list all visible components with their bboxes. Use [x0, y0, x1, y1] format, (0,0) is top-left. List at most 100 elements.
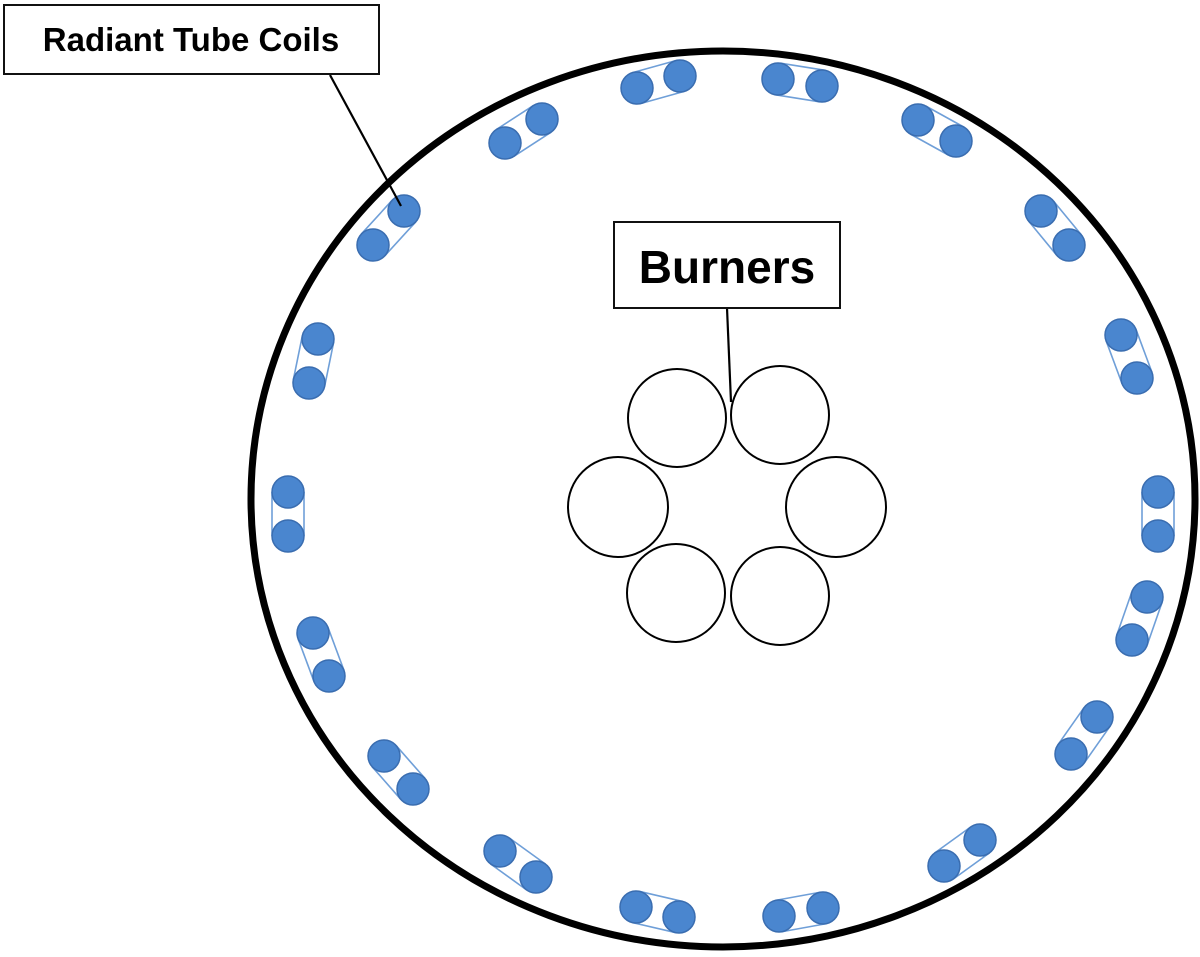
coil-pair — [292, 322, 335, 400]
coil-connector — [292, 335, 304, 380]
coil-connector — [508, 837, 546, 865]
radiant-tube — [662, 900, 696, 934]
radiant-tube-coils-label-box — [3, 4, 380, 75]
coil-connector — [780, 62, 825, 71]
radiant-tube-coils-leader — [329, 74, 402, 207]
radiant-tube — [292, 366, 326, 400]
coil-connector — [1052, 200, 1082, 236]
burners-callout: Burners — [613, 221, 841, 309]
radiant-tube — [806, 891, 840, 925]
radiant-tube — [939, 124, 973, 158]
coil-pair — [1054, 700, 1114, 771]
burner-cluster — [567, 365, 887, 646]
radiant-tube — [1141, 475, 1175, 509]
radiant-tube — [663, 59, 697, 93]
radiant-tube — [1052, 228, 1086, 262]
coil-connector — [925, 105, 965, 128]
radiant-tube — [296, 616, 330, 650]
radiant-tube — [488, 126, 522, 160]
coil-connector — [952, 852, 990, 880]
radiant-tube — [1115, 623, 1149, 657]
radiant-tube — [525, 102, 559, 136]
coil-connector — [323, 342, 335, 387]
radiant-tube — [927, 849, 961, 883]
coil-connector — [775, 94, 820, 103]
radiant-tube — [963, 823, 997, 857]
burner — [730, 365, 830, 465]
radiant-tube — [1120, 361, 1154, 395]
radiant-tube — [301, 322, 335, 356]
coil-connector — [495, 104, 534, 131]
coil-connector — [1135, 329, 1153, 373]
coil-connector — [909, 133, 949, 156]
coil-pair — [762, 891, 840, 933]
burner — [567, 456, 669, 558]
radiant-tube — [387, 194, 421, 228]
coil-pair — [296, 616, 346, 693]
coil-connector — [632, 921, 676, 934]
burners-label-box — [613, 221, 841, 309]
radiant-tube — [1130, 580, 1164, 614]
coil-connector — [641, 90, 685, 105]
coil-pair — [271, 475, 305, 553]
coil-pair — [1104, 318, 1154, 395]
coil-connector — [639, 890, 683, 903]
coil-pair — [483, 834, 553, 894]
coil-pair — [620, 59, 697, 105]
furnace-wall — [247, 47, 1199, 951]
radiant-tube — [271, 475, 305, 509]
coil-connector — [513, 131, 552, 158]
radiant-tube — [619, 890, 653, 924]
burner — [785, 456, 887, 558]
coil-connector — [297, 638, 315, 682]
coil-pair — [367, 739, 430, 806]
coil-pair — [1024, 194, 1086, 262]
radiant-tube — [1141, 519, 1175, 553]
radiant-tube — [312, 659, 346, 693]
coil-connector — [327, 627, 345, 671]
coil-connector — [384, 221, 417, 257]
coil-connector — [360, 199, 393, 235]
coil-connector — [1105, 340, 1123, 384]
coil-connector — [1116, 591, 1133, 635]
burner — [730, 546, 830, 646]
radiant-tube-coils-callout: Radiant Tube Coils — [3, 4, 380, 75]
radiant-tube — [620, 71, 654, 105]
burners-leader — [725, 307, 733, 403]
coil-connector — [1146, 602, 1163, 646]
coil-pair — [1141, 475, 1175, 553]
coil-connector — [395, 744, 426, 779]
coil-pair — [927, 823, 997, 883]
coil-connector — [1083, 725, 1111, 764]
coil-connector — [371, 766, 402, 801]
radiant-tube — [271, 519, 305, 553]
radiant-tube — [762, 899, 796, 933]
radiant-tube — [1080, 700, 1114, 734]
coil-connector — [1057, 707, 1085, 746]
coil-connector — [775, 891, 821, 902]
coil-connector — [490, 863, 528, 891]
radiant-tube-coils-label: Radiant Tube Coils — [43, 21, 339, 58]
radiant-tube — [761, 62, 795, 96]
radiant-tube — [367, 739, 401, 773]
coil-connector — [632, 59, 676, 74]
coil-pair — [488, 102, 559, 160]
coil-connector — [934, 826, 972, 854]
coil-pair — [761, 62, 839, 103]
radiant-tube-coils — [271, 59, 1175, 934]
coil-pair — [619, 890, 696, 934]
radiant-tube — [396, 772, 430, 806]
coil-pair — [1115, 580, 1164, 657]
coil-pair — [901, 103, 973, 158]
burners-label: Burners — [639, 241, 815, 293]
radiant-tube — [519, 860, 553, 894]
coil-pair — [356, 194, 421, 262]
coil-connector — [781, 922, 827, 933]
radiant-tube — [356, 228, 390, 262]
radiant-tube — [901, 103, 935, 137]
radiant-tube — [1024, 194, 1058, 228]
burner — [626, 543, 726, 643]
burner — [627, 368, 727, 468]
radiant-tube — [1054, 737, 1088, 771]
